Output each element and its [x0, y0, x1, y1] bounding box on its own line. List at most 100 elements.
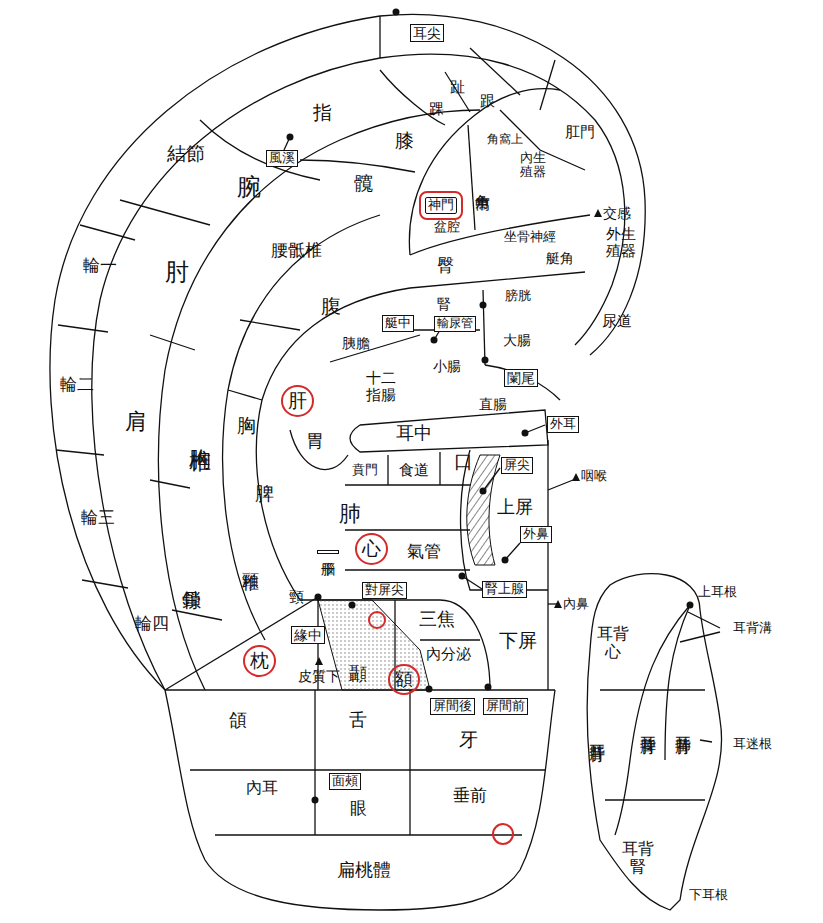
ear-outline [200, 120, 320, 180]
ear-outline [165, 690, 555, 910]
triangle-marker [594, 209, 602, 217]
region-label: 臀 [437, 256, 454, 275]
region-label: 直腸 [479, 397, 507, 412]
ear-outline [345, 484, 470, 485]
region-label: 交感 [603, 206, 631, 221]
highlight-circle: 肝 [281, 385, 314, 417]
point-name: 外鼻 [523, 527, 549, 542]
point-dot [393, 9, 400, 16]
region-label: 牙 [459, 729, 478, 750]
point-box: 緣中 [291, 626, 325, 644]
region-label: 輪一 [83, 256, 117, 275]
ear-outline [290, 430, 348, 470]
region-label: 膀胱 [505, 289, 531, 303]
ear-outline [409, 89, 560, 255]
region-label: 內耳 [246, 779, 278, 797]
region-label: 坐骨神經 [504, 230, 556, 244]
region-label: 腹 [321, 295, 341, 317]
region-label: 頸 [289, 589, 304, 606]
highlight-circle: 枕 [243, 645, 276, 677]
point-dot [315, 594, 322, 601]
point-dot [349, 602, 356, 609]
ear-outline [50, 14, 645, 690]
ear-outline [345, 569, 470, 570]
region-label: 口 [454, 451, 473, 472]
ear-outline [330, 335, 420, 362]
ear-outline [420, 639, 480, 640]
ear-outline [665, 605, 690, 760]
ear-outline [240, 320, 300, 330]
region-label: 垂前 [453, 786, 487, 805]
ear-outline [56, 450, 104, 455]
point-box: 腎上腺 [482, 581, 527, 598]
region-label: 耳背肺 [674, 724, 692, 727]
point-dot [431, 337, 438, 344]
ear-outline [483, 290, 485, 365]
region-label: 下屏 [499, 630, 537, 651]
region-label: 內生殖器 [518, 151, 547, 180]
region-label: 耳背心 [595, 625, 630, 660]
point-dot [480, 488, 487, 495]
ear-outline [80, 225, 135, 240]
region-label: 艇角 [546, 251, 574, 266]
region-label: 腎 [437, 297, 451, 312]
point-dot [687, 602, 694, 609]
ear-outline [410, 215, 590, 255]
region-label: 咽喉 [581, 469, 607, 483]
point-box: 風溪 [266, 150, 298, 167]
region-label: 髖 [354, 173, 373, 194]
ear-outline [470, 48, 520, 95]
region-label: 指 [313, 102, 332, 123]
point-dot [426, 686, 433, 693]
ear-outline [605, 799, 705, 800]
point-dot [522, 430, 529, 437]
point-box: 腦干 [317, 550, 339, 554]
region-label: 食道 [399, 462, 429, 479]
region-label: 內分泌 [426, 646, 471, 663]
ear-outline [190, 769, 545, 770]
point-name: 外耳 [550, 417, 576, 432]
ear-outline [150, 335, 195, 350]
ear-outline [82, 580, 128, 588]
point-name: 緣中 [294, 627, 322, 643]
point-dot [480, 302, 487, 309]
region-label: 跟 [480, 93, 495, 110]
region-label: 十二指腸 [364, 370, 397, 403]
region-label: 耳背溝 [733, 621, 772, 635]
region-label: 肛門 [565, 124, 595, 141]
region-label: 胸 [237, 415, 256, 436]
region-label: 輪四 [135, 614, 169, 633]
ear-outline [92, 54, 625, 690]
region-label: 氣管 [407, 542, 441, 561]
point-name: 腎上腺 [485, 582, 524, 597]
region-label: 角窩中 [474, 182, 491, 185]
region-label: 胃 [306, 431, 324, 451]
ear-outline [380, 70, 445, 125]
region-label: 趾 [450, 79, 465, 96]
region-label: 尿道 [602, 313, 632, 330]
ear-outline [688, 612, 720, 628]
region-label: 上耳根 [698, 585, 737, 599]
region-label: 耳背脾 [639, 724, 657, 727]
triangle-marker [572, 473, 580, 481]
ear-outline [120, 200, 210, 225]
point-name: 屏間前 [486, 699, 525, 714]
ear-outline [540, 60, 555, 110]
region-label: 胸椎 [188, 431, 212, 433]
ear-outline [387, 455, 388, 485]
ear-outline [58, 325, 108, 332]
ear-outline [468, 125, 475, 230]
ear-outline [461, 450, 548, 590]
region-label: 皮質下 [298, 669, 340, 684]
region-label: 小腸 [433, 359, 461, 374]
highlight-ring [369, 612, 385, 628]
point-dot [502, 557, 509, 564]
region-label: 上屏 [497, 497, 533, 517]
point-dot [459, 573, 466, 580]
region-label: 腰骶椎 [271, 241, 322, 260]
point-name: 屏間後 [433, 699, 472, 714]
point-dot [485, 684, 492, 691]
region-label: 大腸 [503, 333, 531, 348]
region-label: 盆腔 [434, 220, 460, 234]
